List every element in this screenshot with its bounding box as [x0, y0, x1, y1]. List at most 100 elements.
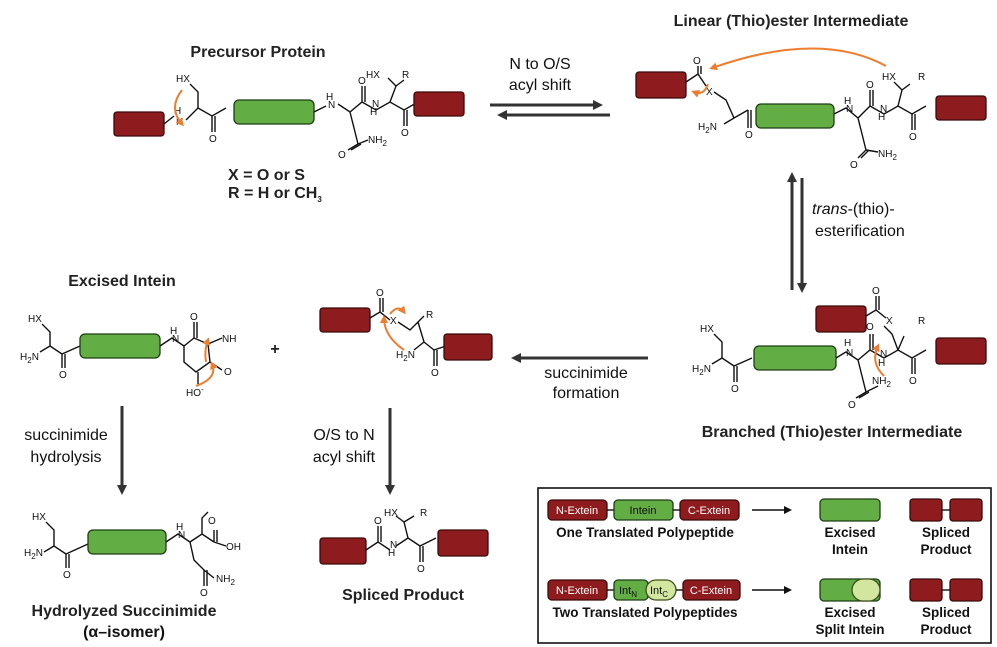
excised-intein: Excised Intein HX H2N O H N O NH O HO-: [20, 273, 236, 399]
atom-o: O: [358, 76, 366, 87]
atom-o: O: [850, 160, 858, 171]
os-to-n-acyl-shift-step: O/S to N acyl shift: [313, 408, 395, 495]
succinimide-hydrolysis-step: succinimide hydrolysis: [24, 406, 127, 495]
legend-excised-1: Excised: [824, 525, 875, 540]
plus-sign: +: [270, 341, 279, 358]
atom-x: X: [390, 316, 397, 327]
legend-c-extein: [682, 579, 741, 601]
legend-spliced-2: Product: [920, 622, 972, 637]
atom-o: O: [401, 128, 409, 139]
legend-spliced-c: [949, 578, 983, 602]
electron-arrow: [691, 83, 709, 98]
atom-r: R: [918, 72, 925, 83]
atom-h: H: [844, 96, 851, 107]
step-label: succinimide: [24, 427, 108, 444]
atom-o: O: [338, 150, 346, 161]
bond: [865, 149, 879, 153]
bonds: [397, 315, 447, 366]
atom-o: O: [866, 322, 874, 333]
atom-o: O: [872, 286, 880, 297]
legend-c-extein: [679, 499, 740, 521]
legend-n-extein-label: N-Extein: [556, 505, 598, 517]
x-definition: X = O or S: [228, 167, 305, 184]
row1-caption: One Translated Polypeptide: [556, 525, 734, 540]
step-label: trans-(thio)-: [812, 201, 895, 218]
atom-h2n: H2N: [692, 364, 711, 377]
legend-spliced-1: Spliced: [922, 605, 970, 620]
atom-nh2: NH2: [368, 135, 387, 148]
trans-thioesterification-step: trans-(thio)- esterification: [787, 172, 905, 293]
branched-title: Branched (Thio)ester Intermediate: [702, 424, 963, 441]
atom-nh2: NH2: [216, 574, 235, 587]
bonds: [369, 298, 391, 321]
atom-r: R: [918, 316, 925, 327]
bond: [313, 105, 327, 113]
atom-n: N: [390, 540, 397, 551]
n-extein-block: [113, 111, 165, 137]
atom-o: O: [848, 400, 856, 411]
atom-nh: NH: [222, 334, 236, 345]
intein-block: [233, 99, 315, 125]
electron-arrow: [709, 47, 887, 71]
atom-n: N: [172, 334, 179, 345]
step-label: N to O/S: [509, 56, 570, 73]
atom-x: X: [886, 316, 893, 327]
bonds: [185, 83, 227, 121]
atom-n: N: [372, 99, 379, 110]
atom-h2n: H2N: [20, 352, 39, 365]
atom-h: H: [370, 107, 377, 118]
legend-split-intein-c: [851, 578, 881, 602]
atom-h: H: [170, 326, 177, 337]
n-extein-block: [319, 307, 371, 333]
atom-h2n: H2N: [698, 122, 717, 135]
atom-h: H: [844, 338, 851, 349]
hydrolyzed-succinimide: HX H2N O H N O OH O NH2 Hydrolyzed Succi…: [24, 511, 241, 641]
legend-excised-intein: [819, 498, 881, 522]
bonds: [835, 325, 927, 393]
atom-h: H: [174, 106, 181, 117]
atom-hx: HX: [176, 74, 190, 85]
atom-o: O: [745, 130, 753, 141]
atom-r: R: [402, 70, 409, 81]
atom-h: H: [326, 92, 333, 103]
branched-intermediate: Branched (Thio)ester Intermediate H X H2N…: [692, 286, 987, 441]
legend-excised-2: Intein: [832, 542, 868, 557]
legend-excised-split-1: Excised: [824, 605, 875, 620]
row2-caption: Two Translated Polypeptides: [552, 605, 737, 620]
n-extein-block: [815, 305, 867, 333]
bonds: [39, 323, 81, 368]
atom-n: N: [846, 104, 853, 115]
bonds: [43, 521, 89, 568]
atom-n: N: [328, 100, 335, 111]
atom-hx: HX: [882, 72, 896, 83]
atom-nh2: NH2: [878, 149, 897, 162]
electron-arrow: [389, 305, 406, 315]
electron-arrow: [195, 361, 218, 387]
electron-arrow: [174, 89, 184, 127]
legend-int-c-label: IntC: [650, 585, 668, 599]
electron-arrow: [872, 343, 885, 377]
atom-o: O: [417, 564, 425, 575]
atom-o: O: [866, 80, 874, 91]
atom-r: R: [426, 310, 433, 321]
linear-intermediate: Linear (Thio)ester Intermediate O X H2N …: [635, 13, 987, 171]
bonds: [365, 515, 437, 562]
legend-c-extein-label: C-Extein: [690, 585, 732, 597]
atom-o: O: [208, 516, 216, 527]
legend-spliced-1: Spliced: [922, 525, 970, 540]
bond: [865, 385, 879, 393]
atom-nh2: NH2: [872, 376, 891, 389]
bonds: [713, 91, 749, 125]
atom-o: O: [190, 312, 198, 323]
carbonyl: [747, 110, 752, 128]
legend-intein-label: Intein: [630, 505, 657, 517]
atom-h2n: H2N: [396, 350, 415, 363]
atom-ho: HO-: [186, 385, 204, 399]
atom-o: O: [209, 134, 217, 145]
legend-spliced-n: [909, 498, 943, 522]
bonds: [685, 66, 707, 87]
c-extein-block: [413, 91, 465, 117]
atom-o: O: [376, 288, 384, 299]
c-extein-block: [443, 333, 493, 361]
